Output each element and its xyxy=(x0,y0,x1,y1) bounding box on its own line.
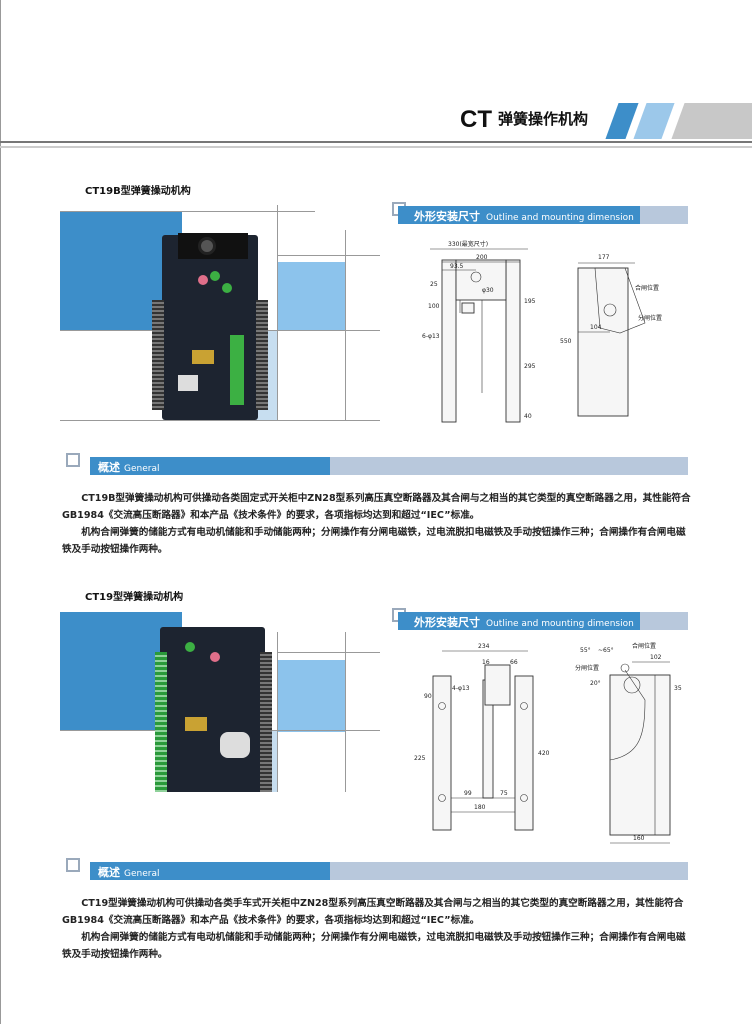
header-stripe-gray xyxy=(671,103,752,139)
svg-text:93.5: 93.5 xyxy=(450,263,464,270)
svg-text:25: 25 xyxy=(430,281,438,288)
header-rule-light xyxy=(0,146,752,148)
svg-text:16: 16 xyxy=(482,659,490,666)
svg-text:99: 99 xyxy=(464,790,472,797)
svg-text:195: 195 xyxy=(524,298,536,305)
svg-text:180: 180 xyxy=(474,804,486,811)
svg-text:225: 225 xyxy=(414,755,426,762)
svg-text:66: 66 xyxy=(510,659,518,666)
product-photo-ct19b xyxy=(60,205,380,425)
svg-text:~65°: ~65° xyxy=(598,647,614,654)
svg-text:合闸位置: 合闸位置 xyxy=(635,284,659,292)
outline-drawing-ct19: 234 16 66 90 4-φ13 225 420 99 75 180 55°… xyxy=(414,642,682,844)
general-description: CT19B型弹簧操动机构可供操动各类固定式开关柜中ZN28型系列高压真空断路器及… xyxy=(62,493,691,555)
svg-text:4-φ13: 4-φ13 xyxy=(452,685,470,692)
front-view: 330(最宽尺寸) 200 93.5 25 100 6-φ13 φ30 195 … xyxy=(422,240,536,423)
svg-text:90: 90 xyxy=(424,693,432,700)
header-stripe-lightblue xyxy=(633,103,675,139)
outline-drawing-ct19b: 330(最宽尺寸) 200 93.5 25 100 6-φ13 φ30 195 … xyxy=(422,240,662,423)
svg-text:35: 35 xyxy=(674,685,682,692)
front-view: 234 16 66 90 4-φ13 225 420 99 75 180 xyxy=(414,643,550,831)
section-title: CT19型弹簧操动机构 xyxy=(85,592,184,603)
svg-text:234: 234 xyxy=(478,643,490,650)
svg-text:160: 160 xyxy=(633,835,645,842)
side-view: 55° ~65° 合闸位置 102 分闸位置 20° 35 160 xyxy=(575,642,682,844)
page-edge xyxy=(0,0,1,1024)
svg-text:分闸位置: 分闸位置 xyxy=(638,314,662,322)
svg-text:75: 75 xyxy=(500,790,508,797)
svg-text:合闸位置: 合闸位置 xyxy=(632,642,656,650)
general-description: CT19型弹簧操动机构可供操动各类手车式开关柜中ZN28型系列高压真空断路器及其… xyxy=(62,898,686,960)
header-rule xyxy=(0,141,752,143)
svg-text:40: 40 xyxy=(524,413,532,420)
side-view: 177 550 104 合闸位置 分闸位置 xyxy=(560,254,662,417)
svg-text:20°: 20° xyxy=(590,680,601,687)
svg-text:55°: 55° xyxy=(580,647,591,654)
product-photo-ct19 xyxy=(60,612,380,802)
svg-text:177: 177 xyxy=(598,254,610,261)
svg-text:102: 102 xyxy=(650,654,662,661)
svg-text:φ30: φ30 xyxy=(482,287,494,294)
svg-text:420: 420 xyxy=(538,750,550,757)
svg-text:295: 295 xyxy=(524,363,536,370)
svg-text:100: 100 xyxy=(428,303,440,310)
svg-text:分闸位置: 分闸位置 xyxy=(575,664,599,672)
header-stripe-blue xyxy=(605,103,639,139)
svg-text:104: 104 xyxy=(590,324,602,331)
svg-text:330(最宽尺寸): 330(最宽尺寸) xyxy=(448,240,488,248)
svg-text:200: 200 xyxy=(476,254,488,261)
svg-text:6-φ13: 6-φ13 xyxy=(422,333,440,340)
section-title: CT19B型弹簧操动机构 xyxy=(85,186,191,197)
svg-text:550: 550 xyxy=(560,338,572,345)
